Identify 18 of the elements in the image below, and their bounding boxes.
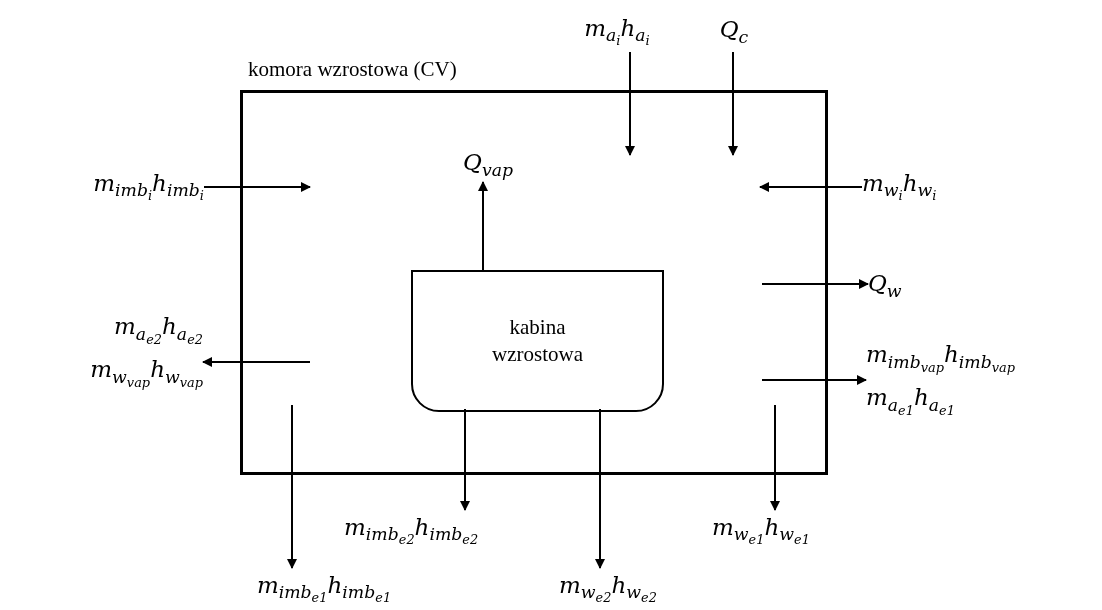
arrow xyxy=(625,51,635,156)
arrow xyxy=(728,51,738,156)
arrow xyxy=(759,182,863,192)
energy-term: Q$_{c}$ xyxy=(719,16,749,48)
arrow xyxy=(478,181,488,271)
arrow xyxy=(460,408,470,511)
arrow xyxy=(595,408,605,569)
chamber-label: kabina wzrostowa xyxy=(491,313,584,368)
energy-term: Q$_{vap}$ xyxy=(463,149,513,181)
arrow xyxy=(770,404,780,511)
energy-term: Q$_{w}$ xyxy=(868,270,902,302)
arrow xyxy=(202,357,311,367)
arrow xyxy=(203,182,311,192)
arrow xyxy=(761,279,869,289)
arrow xyxy=(761,375,867,385)
box-heading: komora wzrostowa (CV) xyxy=(248,57,457,82)
chamber-box xyxy=(411,270,664,412)
arrow xyxy=(287,404,297,569)
